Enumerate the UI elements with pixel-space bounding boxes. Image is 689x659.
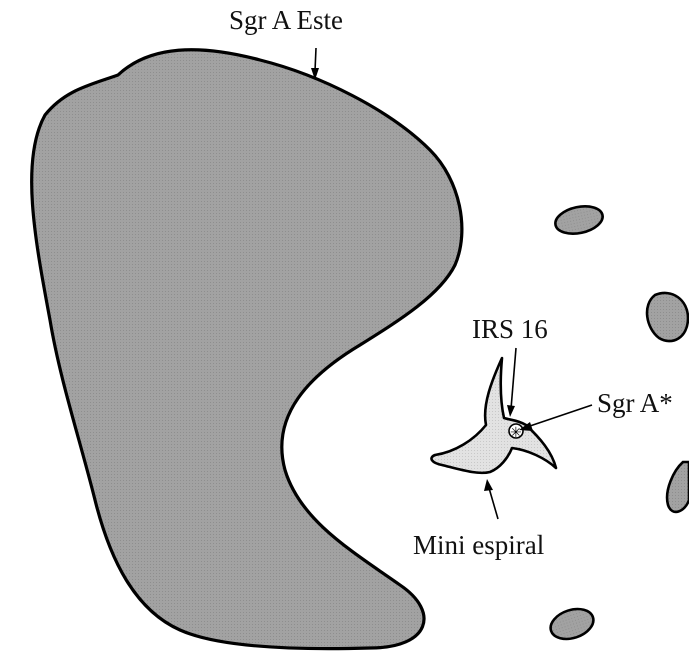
cloud-top-right [553,202,605,237]
sgr-a-star-label: Sgr A* [597,388,673,418]
arrow-minispiral [484,479,498,519]
cloud-bottom-right [547,604,597,644]
arrow-sgr-a-east [311,48,319,80]
sgr-a-east-label: Sgr A Este [229,5,343,35]
irs16-label: IRS 16 [472,314,548,344]
cloud-right-lower [667,462,689,512]
sgr-a-star-marker-icon: ✳ [510,425,522,441]
arrow-irs16 [507,348,516,417]
arrow-sgr-a-star [519,405,592,431]
minispiral-shape [431,358,556,473]
minispiral-label: Mini espiral [413,530,544,560]
sgr-a-east-region [32,50,462,649]
cloud-right-upper [647,293,688,341]
